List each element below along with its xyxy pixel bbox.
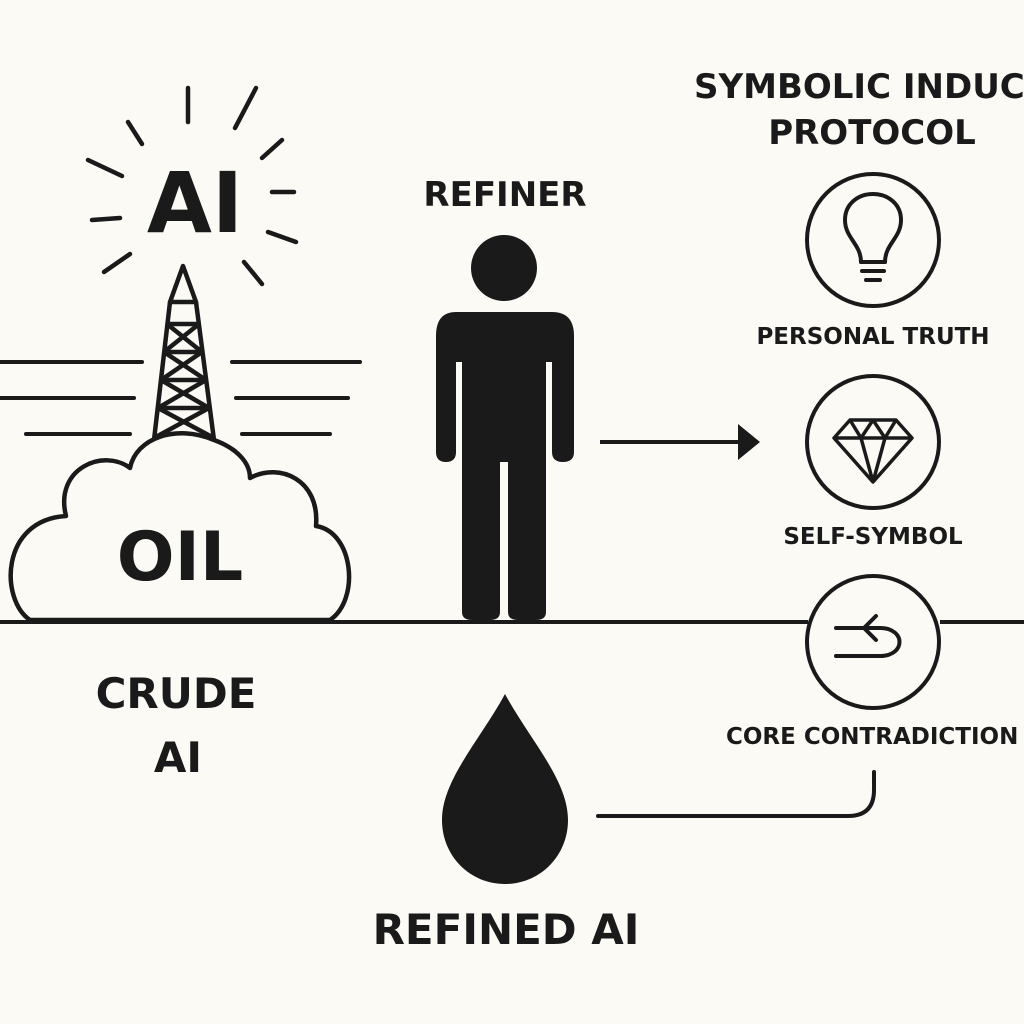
- crude-caption-line1: CRUDE: [96, 669, 257, 718]
- refiner-label: REFINER: [423, 175, 586, 215]
- droplet-icon: [442, 694, 568, 884]
- self-symbol-label: SELF-SYMBOL: [783, 524, 963, 550]
- core-contradiction-item: CORE CONTRADICTION: [726, 574, 1018, 750]
- refined-ai-block: REFINED AI: [373, 694, 640, 954]
- crude-ai-block: AI OI: [0, 85, 362, 782]
- protocol-title-line1: SYMBOLIC INDUC: [694, 67, 1024, 107]
- crude-caption-line2: AI: [154, 733, 202, 782]
- core-contradiction-label: CORE CONTRADICTION: [726, 724, 1018, 750]
- personal-truth-label: PERSONAL TRUTH: [756, 324, 989, 350]
- contradiction-arrows-icon: [834, 614, 902, 658]
- protocol-return-connector: [596, 770, 876, 818]
- personal-truth-item: PERSONAL TRUTH: [756, 172, 990, 350]
- person-icon: [436, 235, 574, 620]
- self-symbol-item: SELF-SYMBOL: [783, 374, 963, 550]
- speed-lines-icon: [0, 360, 362, 436]
- burst-ai-label: AI: [147, 154, 243, 252]
- oil-derrick-icon: [151, 263, 217, 441]
- refiner-arrow: [600, 424, 760, 460]
- refiner-block: REFINER: [423, 175, 587, 620]
- refined-ai-label: REFINED AI: [373, 905, 640, 954]
- burst-rays-icon: [85, 85, 299, 287]
- diamond-icon: [832, 418, 914, 484]
- protocol-block: SYMBOLIC INDUC PROTOCOL PERSONAL TRUTH: [596, 67, 1024, 818]
- oil-cloud-icon: [8, 431, 352, 623]
- lightbulb-icon: [843, 192, 903, 282]
- protocol-title-line2: PROTOCOL: [768, 113, 976, 153]
- cloud-oil-label: OIL: [117, 518, 243, 597]
